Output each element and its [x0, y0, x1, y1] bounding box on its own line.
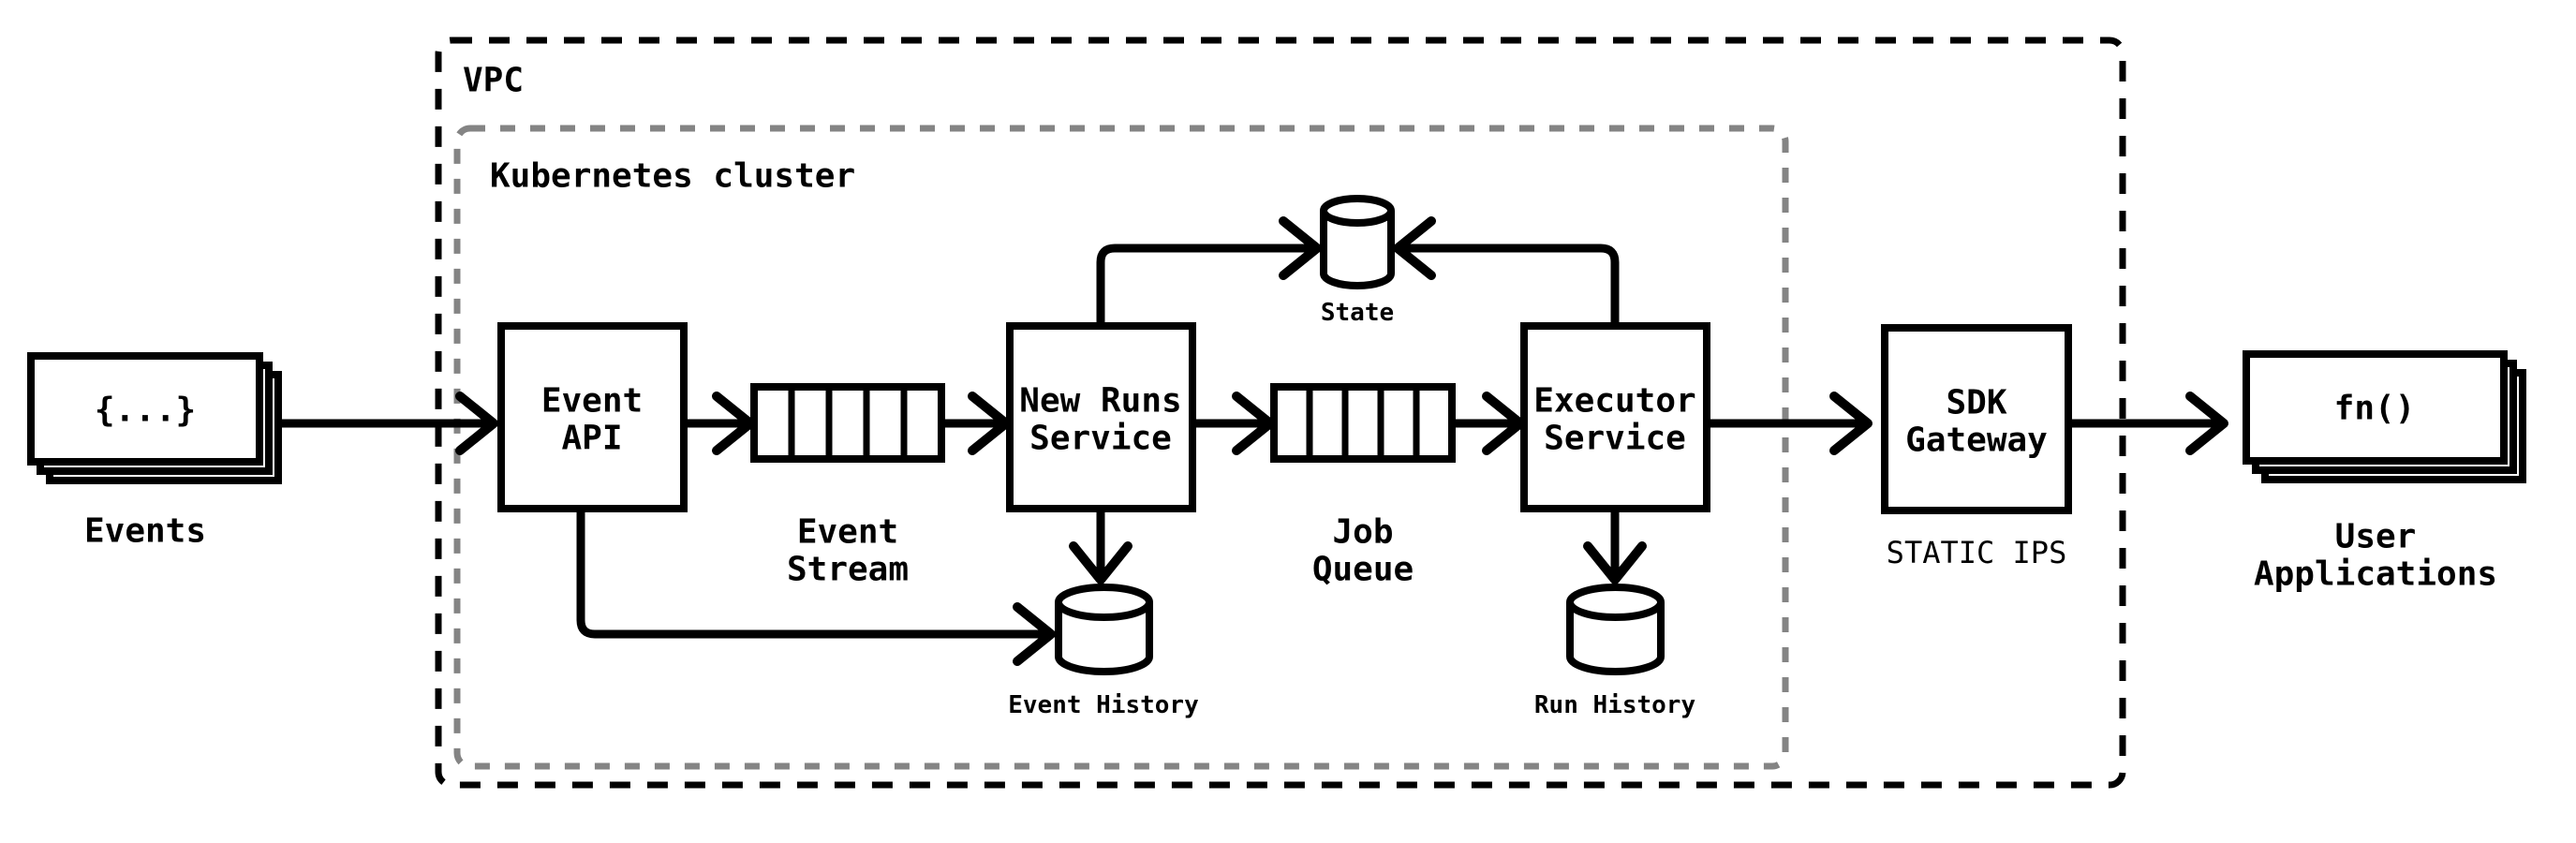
new-runs-service-title-line1: New Runs: [1019, 382, 1181, 421]
database-top-icon: [1320, 195, 1395, 227]
event-api-title-line2: API: [561, 420, 622, 458]
arrow-job-queue-to-executor: [1449, 392, 1525, 455]
queue-icon: [1270, 383, 1456, 463]
state-label: State: [1321, 299, 1394, 327]
event-stream-node: Event Stream: [750, 383, 945, 589]
kubernetes-cluster-label: Kubernetes cluster: [490, 157, 855, 196]
executor-service-box: [1520, 322, 1710, 512]
database-icon: [1055, 602, 1153, 675]
arrow-new-runs-to-job-queue: [1190, 392, 1275, 455]
queue-icon: [750, 383, 945, 463]
executor-service-node: Executor Service: [1520, 322, 1710, 512]
arrowhead-down-icon: [1583, 541, 1647, 584]
new-runs-service-title-line2: Service: [1029, 420, 1172, 458]
kubernetes-cluster-border: [453, 125, 1789, 770]
arrow-new-runs-to-event-history: [1069, 506, 1133, 584]
arrow-sdk-gateway-to-user-applications: [2065, 392, 2228, 455]
arrow-event-api-to-event-history: [576, 506, 1056, 666]
events-card-text: {...}: [95, 392, 196, 430]
arrow-executor-to-sdk-gateway: [1704, 392, 1873, 455]
arrow-executor-to-run-history: [1583, 506, 1647, 584]
vpc-container: VPC: [435, 37, 2126, 789]
events-label: Events: [84, 512, 206, 551]
arrow-events-to-event-api: [276, 392, 498, 455]
sdk-gateway-box: [1881, 324, 2072, 514]
sdk-gateway-node: SDK Gateway STATIC IPS: [1881, 324, 2072, 570]
event-api-node: Event API: [497, 322, 688, 512]
arrowhead-down-icon: [1069, 541, 1133, 584]
arrowhead-right-icon: [1279, 216, 1322, 280]
job-queue-node: Job Queue: [1270, 383, 1456, 589]
database-icon: [1320, 211, 1395, 289]
sdk-gateway-title-line1: SDK: [1946, 384, 2006, 422]
arrowhead-right-icon: [455, 392, 498, 455]
event-history-label: Event History: [1008, 691, 1199, 719]
arrow-new-runs-to-state: [1096, 216, 1322, 329]
database-top-icon: [1055, 584, 1153, 621]
run-history-db-node: Run History: [1534, 584, 1695, 719]
job-queue-label-line2: Queue: [1312, 551, 1414, 589]
user-applications-card-text: fn(): [2334, 390, 2416, 428]
events-card: [27, 352, 263, 466]
database-top-icon: [1566, 584, 1665, 621]
new-runs-service-box: [1006, 322, 1196, 512]
arrowhead-right-icon: [1829, 392, 1873, 455]
event-api-title-line1: Event: [541, 382, 643, 421]
events-node: {...} Events: [27, 352, 282, 551]
kubernetes-cluster-container: Kubernetes cluster: [453, 125, 1789, 770]
sdk-gateway-static-ips-label: STATIC IPS: [1887, 535, 2067, 570]
arrowhead-right-icon: [2185, 392, 2228, 455]
arrowhead-right-icon: [1013, 602, 1056, 666]
arrow-executor-to-state: [1393, 216, 1620, 329]
run-history-label: Run History: [1534, 691, 1695, 719]
state-db-node: State: [1320, 195, 1395, 327]
user-applications-label-line1: User: [2335, 518, 2417, 556]
job-queue-label-line1: Job: [1332, 513, 1393, 552]
arrow-event-api-to-event-stream: [683, 392, 755, 455]
user-applications-card: [2243, 350, 2508, 465]
database-icon: [1566, 602, 1665, 675]
executor-service-title-line2: Service: [1544, 420, 1686, 458]
event-stream-label-line1: Event: [797, 513, 898, 552]
vpc-border: [435, 37, 2126, 789]
sdk-gateway-title-line2: Gateway: [1905, 422, 2048, 460]
vpc-label: VPC: [463, 62, 524, 100]
user-applications-node: fn() User Applications: [2243, 350, 2526, 594]
event-history-db-node: Event History: [1008, 584, 1199, 719]
user-applications-label-line2: Applications: [2254, 555, 2497, 594]
executor-service-title-line1: Executor: [1533, 382, 1695, 421]
arrowhead-left-icon: [1393, 216, 1436, 280]
event-api-box: [497, 322, 688, 512]
new-runs-service-node: New Runs Service: [1006, 322, 1196, 512]
arrow-event-stream-to-new-runs: [939, 392, 1011, 455]
event-stream-label-line2: Stream: [787, 551, 909, 589]
